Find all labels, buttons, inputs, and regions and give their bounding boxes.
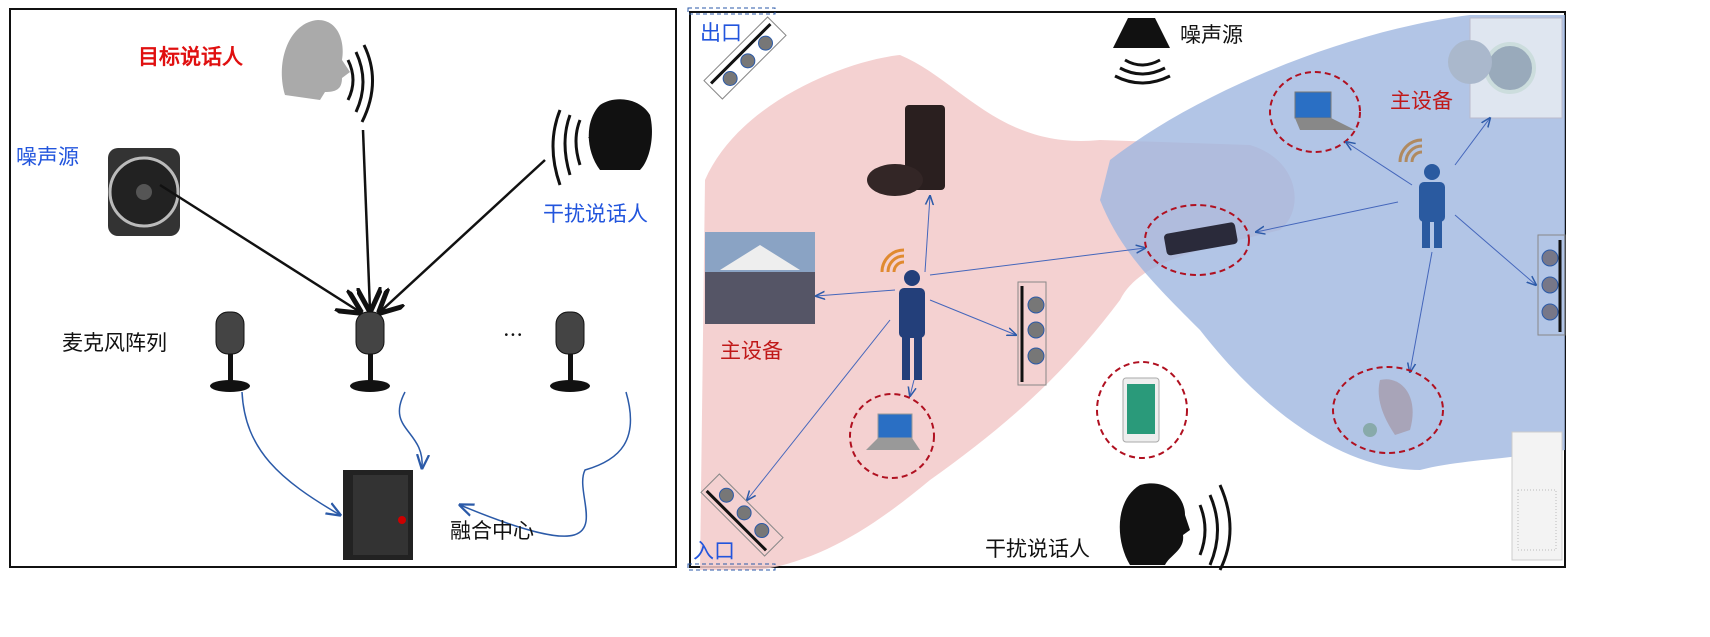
washing-machine-icon — [1448, 17, 1563, 119]
fusion-center-label: 融合中心 — [450, 519, 534, 543]
exit-label: 出口 — [700, 21, 742, 45]
laptop-right-icon — [1269, 71, 1361, 153]
speaker-array-right-icon — [1537, 234, 1566, 336]
mic2-cable — [398, 391, 422, 468]
speaker-array-middle-icon — [1017, 281, 1047, 386]
mic-array-label: 麦克风阵列 — [62, 331, 167, 355]
entrance-marker — [687, 563, 776, 571]
air-conditioner-icon — [1511, 431, 1563, 561]
left-panel: 目标说话人 噪声源 干扰说话人 麦克风阵列 ··· — [9, 8, 677, 568]
right-panel: 出口 噪声源 主设备 — [687, 7, 1566, 571]
mic1-cable — [241, 391, 340, 515]
hearing-aid-icon — [1332, 366, 1444, 454]
blue-coverage-zone — [1100, 15, 1565, 470]
microphone-icon — [550, 311, 590, 392]
interfering-speaker-head-icon — [551, 99, 652, 186]
tablet-icon — [1096, 361, 1188, 459]
target-speaker-head-icon — [281, 20, 374, 123]
target-to-mic-arrow — [363, 129, 370, 310]
computer-tower-icon — [343, 470, 413, 560]
fan-icon — [108, 148, 180, 236]
microphone-icon — [350, 311, 390, 392]
interfering-speaker-head-icon-right — [1119, 483, 1232, 571]
right-device-arrows — [1256, 118, 1536, 372]
exit-marker — [687, 7, 776, 15]
interfering-speaker-label: 干扰说话人 — [543, 202, 648, 226]
person-left-icon — [880, 248, 925, 380]
robot-vacuum-icon — [867, 105, 945, 196]
main-device-label-right: 主设备 — [1390, 89, 1453, 113]
noise-lamp-icon — [1113, 18, 1171, 85]
laptop-left-icon — [849, 393, 935, 479]
tv-icon — [705, 232, 815, 324]
interferer-to-mic-arrow — [380, 159, 546, 312]
mic3-cable — [460, 391, 632, 537]
noise-to-mic-arrow — [159, 183, 360, 312]
entrance-speaker-array-icon — [700, 473, 784, 557]
noise-source-label-right: 噪声源 — [1180, 23, 1243, 47]
ellipsis-label: ··· — [503, 323, 523, 347]
microphone-icon — [210, 311, 250, 392]
interfering-speaker-label-right: 干扰说话人 — [985, 537, 1090, 561]
noise-source-label: 噪声源 — [16, 145, 79, 169]
target-speaker-label: 目标说话人 — [138, 44, 243, 69]
phone-icon — [1144, 204, 1250, 276]
exit-speaker-array-icon — [703, 16, 787, 100]
main-device-label-left: 主设备 — [720, 339, 783, 363]
left-device-arrows — [747, 196, 1145, 500]
person-right-icon — [1398, 138, 1445, 248]
entrance-label: 入口 — [693, 539, 735, 563]
